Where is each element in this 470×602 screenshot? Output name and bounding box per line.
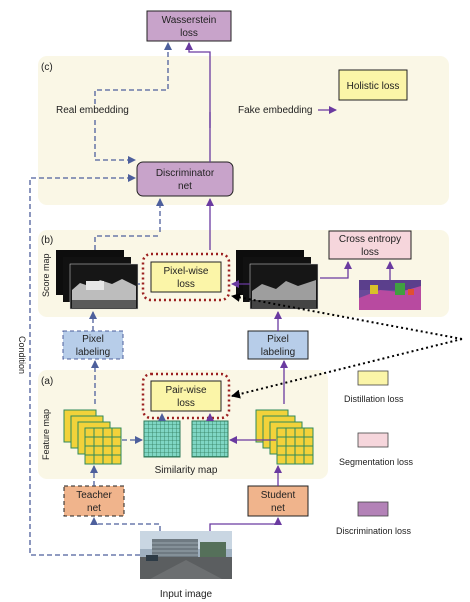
segmentation-label-image bbox=[359, 280, 421, 310]
similarity-map-label: Similarity map bbox=[155, 465, 218, 476]
pixel-wise-line1: Pixel-wise bbox=[163, 266, 208, 277]
student-path-arrows bbox=[189, 43, 394, 531]
pair-wise-line2: loss bbox=[177, 398, 195, 409]
holistic-loss-label: Holistic loss bbox=[347, 81, 400, 92]
discriminator-net-box bbox=[136, 161, 234, 197]
fake-embedding-label: Fake embedding bbox=[238, 105, 313, 116]
pixel-labeling-left-line1: Pixel bbox=[82, 334, 104, 345]
discriminator-net-line1: Discriminator bbox=[156, 168, 215, 179]
legend-swatch-segmentation bbox=[357, 432, 389, 448]
teacher-net-box bbox=[63, 485, 125, 517]
panel-c-label: (c) bbox=[41, 62, 53, 73]
panel-a-label: (a) bbox=[41, 376, 53, 387]
legend-label-segmentation: Segmentation loss bbox=[339, 457, 414, 467]
pixel-wise-loss-frame bbox=[141, 252, 231, 302]
real-embedding-label: Real embedding bbox=[56, 105, 129, 116]
distillation-pointer-arrows bbox=[231, 293, 463, 399]
wasserstein-loss-line2: loss bbox=[180, 28, 198, 39]
teacher-net-line2: net bbox=[87, 503, 101, 514]
discriminator-net-line2: net bbox=[178, 181, 192, 192]
pair-wise-line1: Pair-wise bbox=[165, 385, 207, 396]
pixel-labeling-left-box bbox=[62, 330, 124, 360]
pair-wise-loss-frame bbox=[141, 372, 231, 420]
cross-entropy-line2: loss bbox=[361, 247, 379, 258]
pixel-wise-line2: loss bbox=[177, 279, 195, 290]
teacher-path-arrows bbox=[29, 42, 172, 556]
student-net-line1: Student bbox=[261, 490, 296, 501]
legend-label-distillation: Distillation loss bbox=[344, 394, 404, 404]
pixel-wise-loss-box bbox=[150, 261, 222, 293]
legend: Distillation loss Segmentation loss Disc… bbox=[336, 370, 414, 536]
teacher-feature-map-stack bbox=[63, 409, 122, 465]
legend-swatch-distillation bbox=[357, 370, 389, 386]
teacher-score-map-stack bbox=[56, 250, 139, 310]
cross-entropy-line1: Cross entropy bbox=[339, 234, 401, 245]
pixel-labeling-right-line1: Pixel bbox=[267, 334, 289, 345]
teacher-similarity-map bbox=[143, 420, 181, 458]
pixel-labeling-right-line2: labeling bbox=[261, 347, 295, 358]
score-map-label: Score map bbox=[41, 253, 51, 297]
student-similarity-map bbox=[191, 420, 229, 458]
student-feature-map-stack bbox=[255, 409, 314, 465]
student-net-box bbox=[247, 485, 309, 517]
student-score-map-stack bbox=[236, 250, 319, 310]
teacher-net-line1: Teacher bbox=[76, 490, 112, 501]
holistic-loss-box bbox=[338, 69, 408, 101]
pixel-labeling-left-line2: labeling bbox=[76, 347, 110, 358]
input-image bbox=[140, 531, 232, 579]
pixel-labeling-right-box bbox=[247, 330, 309, 360]
feature-map-label: Feature map bbox=[41, 409, 51, 460]
wasserstein-loss-line1: Wasserstein bbox=[162, 15, 217, 26]
input-image-label: Input image bbox=[160, 589, 213, 600]
legend-label-discrimination: Discrimination loss bbox=[336, 526, 412, 536]
pair-wise-loss-box bbox=[150, 380, 222, 412]
condition-label: Condition bbox=[17, 336, 27, 374]
student-net-line2: net bbox=[271, 503, 285, 514]
cross-entropy-loss-box bbox=[328, 230, 412, 260]
panel-b-label: (b) bbox=[41, 235, 53, 246]
legend-swatch-discrimination bbox=[357, 501, 389, 517]
